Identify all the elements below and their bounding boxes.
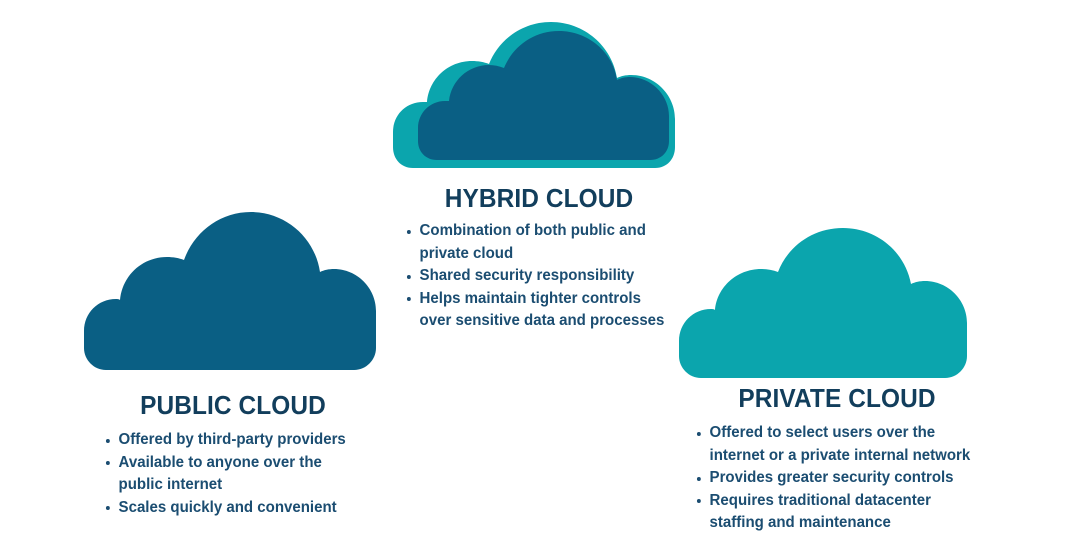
private-cloud-panel: PRIVATE CLOUD Offered to select users ov… <box>690 385 984 535</box>
list-item: Offered to select users over the interne… <box>695 422 975 467</box>
list-item: Provides greater security controls <box>695 467 975 490</box>
hybrid-cloud-bullet-list: Combination of both public and private c… <box>400 220 678 333</box>
public-cloud-title: PUBLIC CLOUD <box>140 390 326 420</box>
cloud-front-shape <box>418 31 669 160</box>
list-item: Helps maintain tighter controls over sen… <box>405 288 670 333</box>
public-cloud-bullet-list: Offered by third-party providers Availab… <box>88 429 378 519</box>
cloud-shape <box>84 212 376 370</box>
private-cloud-title: PRIVATE CLOUD <box>738 383 936 413</box>
hybrid-cloud-title: HYBRID CLOUD <box>444 183 634 213</box>
hybrid-cloud-panel: HYBRID CLOUD Combination of both public … <box>400 185 678 333</box>
private-cloud-bullet-list: Offered to select users over the interne… <box>690 422 984 535</box>
list-item: Shared security responsibility <box>405 265 670 288</box>
list-item: Requires traditional datacenter staffing… <box>695 490 975 535</box>
cloud-icon <box>679 228 971 378</box>
list-item: Offered by third-party providers <box>104 429 370 452</box>
list-item: Available to anyone over the public inte… <box>104 452 370 497</box>
public-cloud-panel: PUBLIC CLOUD Offered by third-party prov… <box>88 392 378 519</box>
double-cloud-icon <box>393 22 681 168</box>
cloud-icon <box>84 212 376 370</box>
list-item: Combination of both public and private c… <box>405 220 670 265</box>
list-item: Scales quickly and convenient <box>104 497 370 520</box>
cloud-shape <box>679 228 967 378</box>
